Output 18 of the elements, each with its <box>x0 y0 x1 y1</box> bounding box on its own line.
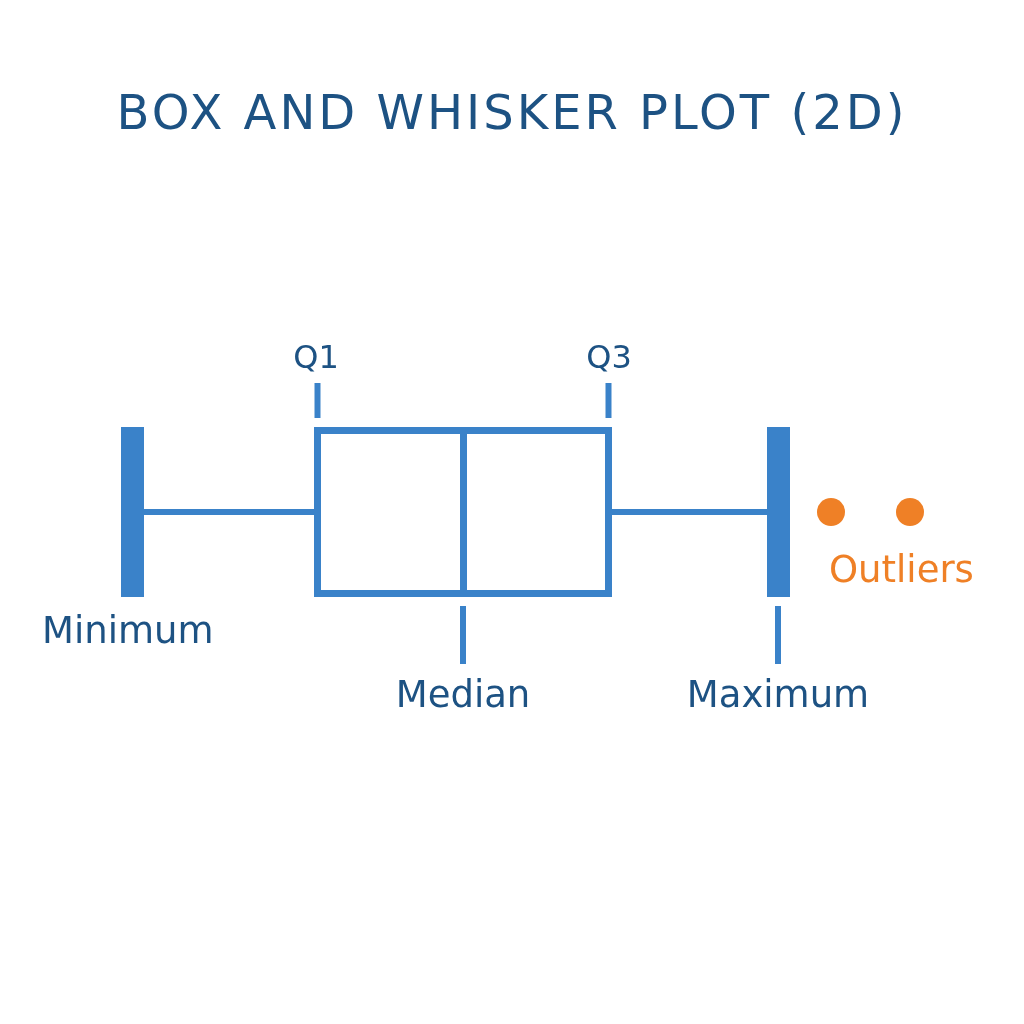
whisker-line <box>612 509 767 515</box>
statistic-label: Median <box>395 676 531 713</box>
leader-line <box>460 606 466 664</box>
leader-line <box>775 606 781 664</box>
leader-line <box>605 383 612 418</box>
outlier-dot <box>817 498 845 526</box>
whisker-cap <box>121 427 144 597</box>
whisker-cap <box>767 427 790 597</box>
statistic-label: Q3 <box>586 341 632 373</box>
leader-line <box>314 383 321 418</box>
statistic-label: Q1 <box>293 341 339 373</box>
outlier-dot <box>896 498 924 526</box>
whisker-line <box>144 509 314 515</box>
outliers-label: Outliers <box>829 551 974 588</box>
statistic-label: Maximum <box>686 676 870 713</box>
diagram-title: BOX AND WHISKER PLOT (2D) <box>116 88 908 136</box>
statistic-label: Minimum <box>42 612 214 649</box>
interquartile-box <box>314 427 612 597</box>
